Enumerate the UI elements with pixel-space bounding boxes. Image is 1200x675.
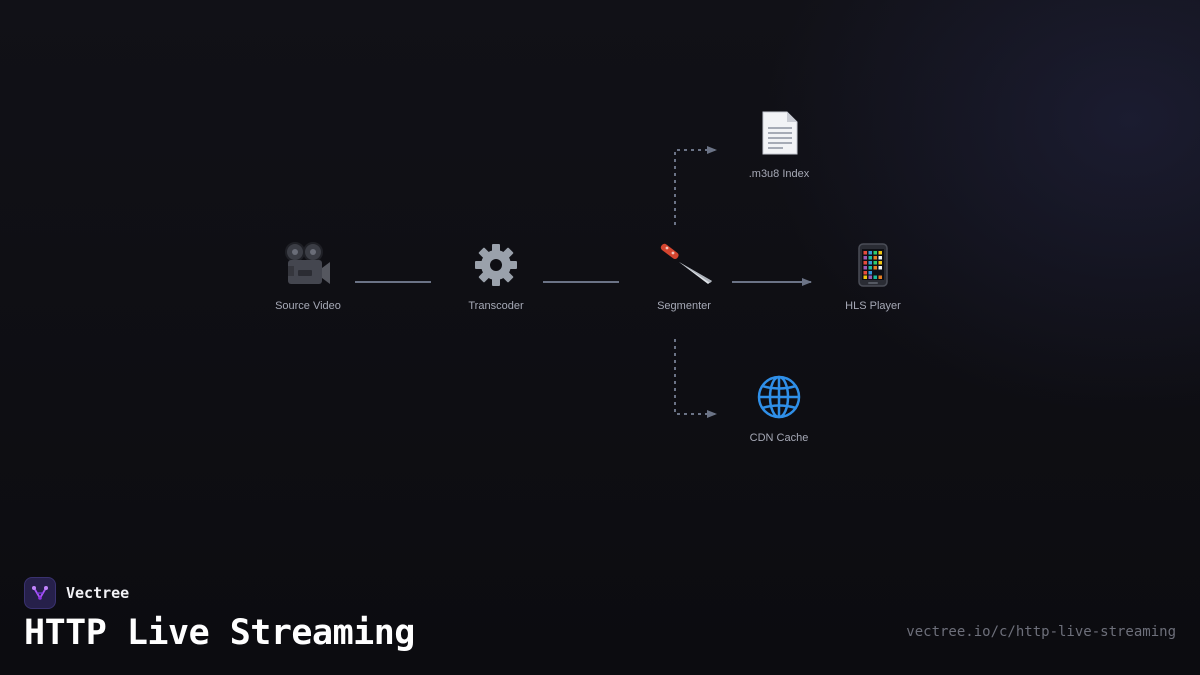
- node-cdn-cache[interactable]: CDN Cache: [719, 372, 839, 444]
- node-source-video[interactable]: Source Video: [248, 240, 368, 312]
- node-label: Source Video: [275, 300, 341, 312]
- globe-icon: [757, 375, 801, 419]
- edge-segmenter-to-index: [674, 146, 717, 225]
- page-url[interactable]: vectree.io/c/http-live-streaming: [906, 624, 1176, 640]
- movie-camera-icon: [285, 242, 330, 284]
- brand-name: Vectree: [66, 584, 130, 602]
- node-hls-player[interactable]: HLS Player: [813, 240, 933, 312]
- node-transcoder[interactable]: Transcoder: [436, 240, 556, 312]
- node-label: .m3u8 Index: [748, 168, 810, 180]
- knife-icon: [660, 243, 712, 284]
- logo-mark-icon: [32, 586, 48, 600]
- page-title: HTTP Live Streaming: [24, 613, 415, 653]
- gear-icon: [475, 244, 517, 286]
- node-label: Transcoder: [468, 300, 524, 312]
- diagram-edges: [355, 146, 812, 418]
- mobile-phone-icon: [858, 243, 888, 287]
- document-icon: [762, 111, 798, 155]
- node-label: CDN Cache: [749, 432, 809, 444]
- node-label: Segmenter: [657, 300, 711, 312]
- edge-segmenter-to-cdn: [674, 339, 717, 418]
- brand: Vectree: [24, 577, 129, 609]
- node-label: HLS Player: [845, 300, 901, 312]
- vectree-logo: [24, 577, 56, 609]
- node-segmenter[interactable]: Segmenter: [624, 240, 744, 312]
- node-m3u8-index[interactable]: .m3u8 Index: [719, 108, 839, 180]
